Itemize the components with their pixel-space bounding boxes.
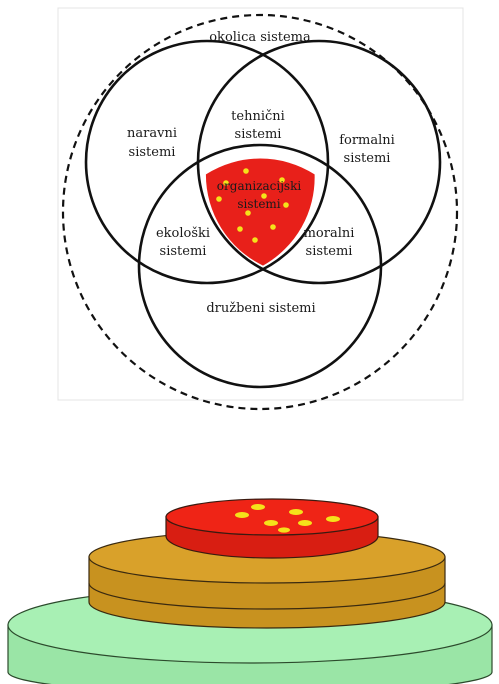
top-disc bbox=[166, 499, 378, 558]
organizational-label-line1: organizacijski bbox=[217, 179, 302, 193]
dot bbox=[298, 520, 312, 526]
technical-label-line1: tehnični bbox=[231, 109, 285, 124]
moral-label-line2: sistemi bbox=[306, 244, 353, 259]
ecological-label-line2: sistemi bbox=[160, 244, 207, 259]
dot bbox=[245, 210, 251, 216]
organizational-label-line2: sistemi bbox=[237, 197, 280, 211]
dot bbox=[264, 520, 278, 526]
dot bbox=[237, 226, 243, 232]
dot bbox=[326, 516, 340, 522]
stacked-discs bbox=[8, 499, 492, 684]
dot bbox=[235, 512, 249, 518]
venn-diagram: okolica sistema naravni sistemi tehnični… bbox=[58, 8, 463, 409]
dot bbox=[243, 168, 249, 174]
moral-label-line1: moralni bbox=[304, 226, 355, 241]
ecological-label-line1: ekološki bbox=[156, 226, 210, 241]
formal-label-line2: sistemi bbox=[344, 151, 391, 166]
top-disc-top bbox=[166, 499, 378, 535]
natural-label-line2: sistemi bbox=[129, 145, 176, 160]
environment-label: okolica sistema bbox=[209, 30, 311, 45]
dot bbox=[252, 237, 258, 243]
dot bbox=[289, 509, 303, 515]
dot bbox=[283, 202, 289, 208]
dot bbox=[278, 527, 290, 532]
dot bbox=[251, 504, 265, 510]
technical-label-line2: sistemi bbox=[235, 127, 282, 142]
formal-label-line1: formalni bbox=[339, 133, 395, 148]
dot bbox=[270, 224, 276, 230]
social-label: družbeni sistemi bbox=[206, 301, 315, 316]
natural-label-line1: naravni bbox=[127, 126, 177, 141]
dot bbox=[216, 196, 222, 202]
